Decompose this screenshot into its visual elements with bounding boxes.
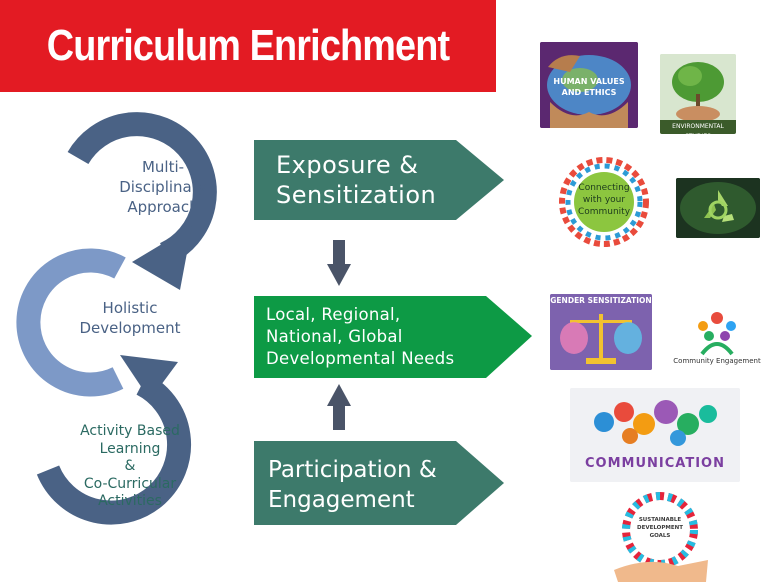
gender-sensitization-image: GENDER SENSITIZATION	[550, 294, 652, 370]
communication-image: COMMUNICATION	[570, 388, 740, 482]
arc-bottom-arrowhead	[120, 355, 178, 400]
down-arrow	[327, 240, 351, 286]
arc-bottom	[36, 373, 192, 525]
environmental-studies-image: ENVIRONMENTAL STUDIES	[660, 54, 736, 134]
arc-top	[67, 112, 217, 265]
needs-label: Local, Regional, National, Global Develo…	[266, 305, 455, 368]
sdg-image: SUSTAINABLE DEVELOPMENT GOALS	[608, 490, 712, 586]
human-values-image: HUMAN VALUES AND ETHICS	[540, 42, 638, 128]
cycle-label-top: Multi- Disciplinary Approach	[119, 158, 207, 216]
up-arrow	[327, 384, 351, 430]
cycle-label-middle: Holistic Development	[79, 299, 181, 337]
arc-top-arrowhead	[132, 226, 192, 290]
participation-label: Participation & Engagement	[268, 457, 437, 513]
needs-arrow	[254, 296, 532, 378]
exposure-arrow	[254, 140, 504, 220]
cycle-label-bottom: Activity Based Learning & Co-Curricular …	[80, 423, 180, 509]
participation-arrow	[254, 441, 504, 525]
arc-middle	[16, 248, 126, 397]
page-title: Curriculum Enrichment	[46, 21, 450, 70]
exposure-label: Exposure & Sensitization	[276, 151, 437, 209]
community-connect-text: Connecting with your Community	[577, 183, 631, 217]
title-banner: Curriculum Enrichment	[0, 0, 496, 92]
recycle-image	[676, 178, 760, 238]
sdg-text: SUSTAINABLE DEVELOPMENT GOALS	[637, 517, 683, 539]
community-engagement-image: Community Engagement	[672, 304, 762, 374]
community-connect-image: Connecting with your Community	[555, 154, 653, 250]
